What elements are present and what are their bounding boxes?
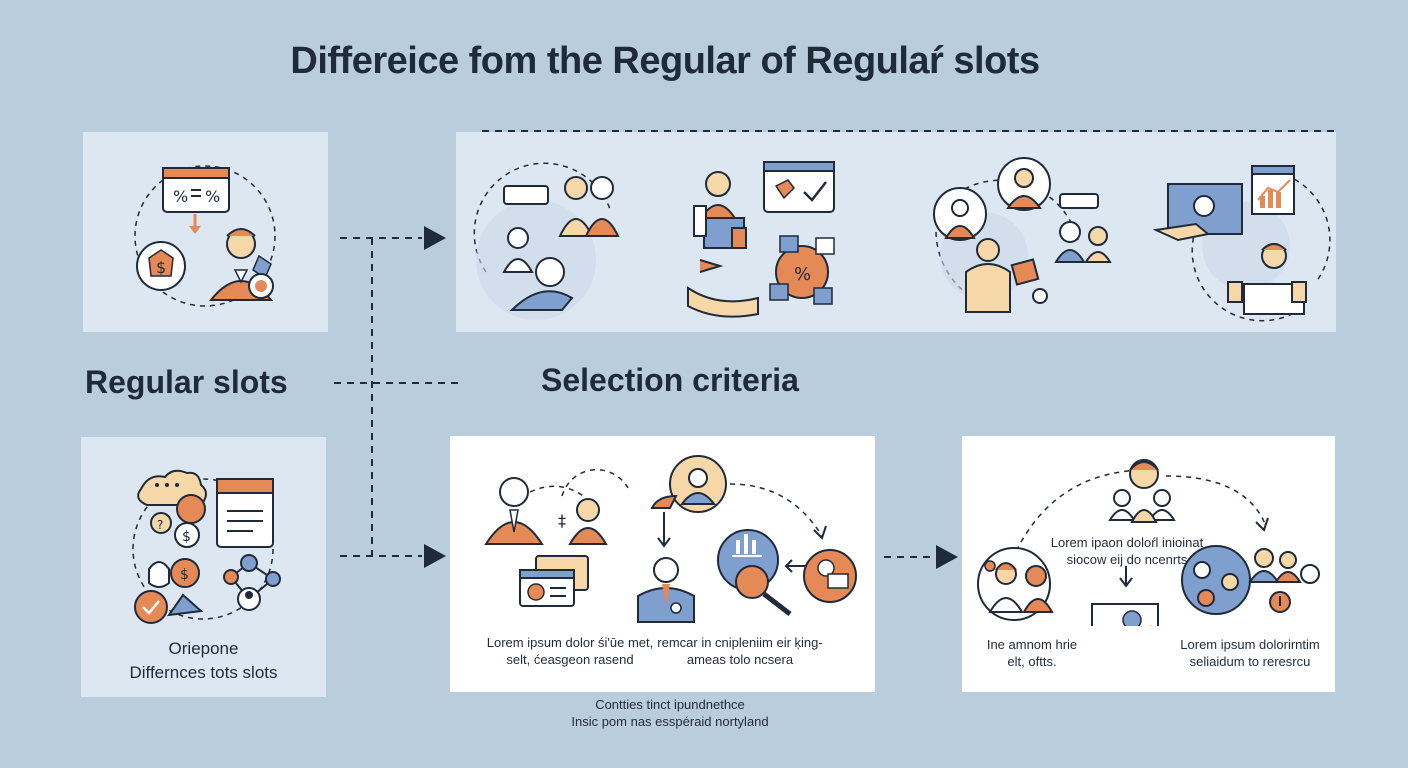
caption-right-left: Ine amnom hrie elt, oftts.: [972, 636, 1092, 670]
svg-text:$: $: [156, 258, 166, 277]
caption-line: elt, oftts.: [1007, 654, 1057, 669]
svg-text:%: %: [205, 187, 220, 206]
svg-text:$: $: [180, 567, 189, 583]
chat-people-handshake-icon: [473, 162, 620, 320]
svg-text:?: ?: [157, 518, 163, 532]
panel-bottom-right: Lorem ipaon doloŕl inioinat siocow eij d…: [962, 436, 1335, 692]
caption-line: seliaidum to reresrcu: [1189, 654, 1311, 669]
caption-line: Contties tinct ipundnethce: [595, 697, 745, 712]
caption-line: Ine amnom hrie: [986, 637, 1078, 652]
caption-line: Differnces tots slots: [129, 663, 278, 682]
caption-line: ameas tolo ncsera: [686, 652, 794, 667]
caption-line: remcar in cnipleniim eir ķing-: [657, 635, 823, 650]
caption-mid-right: remcar in cnipleniim eir ķing- ameas tol…: [650, 634, 830, 668]
svg-text:%: %: [173, 187, 188, 206]
svg-text:‡: ‡: [558, 511, 566, 530]
caption-bottom-left: Oriepone Differnces tots slots: [81, 637, 326, 685]
caption-line: Insic pom nas esspéraid nortyland: [571, 714, 769, 729]
caption-mid-left: Lorem ipsum dolor śi'ūe met, selt, ćeasg…: [480, 634, 660, 668]
people-cards-search-icon: ‡: [484, 455, 857, 623]
money-document-network-icon: ? $ $: [132, 469, 281, 624]
people-network-icon: [933, 157, 1112, 313]
people-image-network-icon: [977, 459, 1320, 626]
caption-right-right: Lorem ipsum dolorirntim seliaidum to rer…: [1170, 636, 1330, 670]
label-regular-slots: Regular slots: [85, 364, 288, 400]
panel-top-wide: %: [456, 132, 1336, 332]
label-selection-criteria: Selection criteria: [541, 362, 799, 398]
screen-hand-chart-person-icon: [1152, 165, 1331, 322]
caption-line: Lorem ipsum dolorirntim: [1180, 637, 1320, 652]
person-chart-hand-puzzle-icon: %: [687, 161, 835, 318]
caption-right-top: Lorem ipaon doloŕl inioinat siocow eij d…: [1032, 534, 1222, 568]
caption-footer: Contties tinct ipundnethce Insic pom nas…: [540, 696, 800, 730]
page-title: Differeice fom the Regular of Regulaŕ sl…: [290, 40, 1040, 82]
panel-bottom-left: ? $ $ Oriepone Differnces tots slots: [81, 437, 326, 697]
svg-text:%: %: [794, 264, 811, 285]
svg-text:$: $: [182, 529, 191, 545]
caption-line: siocow eij do ncenrts: [1066, 552, 1188, 567]
caption-line: Oriepone: [168, 639, 239, 658]
caption-line: selt, ćeasgeon rasend: [506, 652, 634, 667]
caption-line: Lorem ipsum dolor śi'ūe met,: [486, 635, 654, 650]
caption-line: Lorem ipaon doloŕl inioinat: [1050, 535, 1204, 550]
calendar-percent-coin-person-icon: % % $: [134, 165, 276, 307]
panel-bottom-middle: ‡ Lorem ipsum dolor śi'ūe met, selt,: [450, 436, 875, 692]
panel-top-left: % % $: [83, 132, 328, 332]
